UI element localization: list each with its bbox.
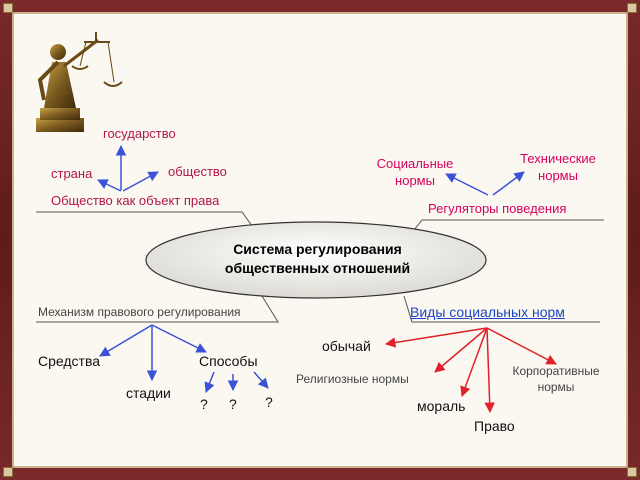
label-technical-norms: Технические нормы (508, 150, 608, 184)
frame-corner-ornament (627, 467, 637, 477)
label-question-3: ? (265, 394, 273, 410)
label-social-norm-types: Виды социальных норм (410, 304, 565, 320)
arrow-to-morality (460, 327, 488, 397)
arrow-to-country (97, 179, 122, 192)
arrow-to-means (99, 324, 153, 357)
central-title-line1: Система регулирования (233, 241, 402, 257)
central-title: Система регулирования общественных отнош… (150, 240, 485, 278)
themis-statue-icon (36, 32, 123, 132)
central-title-line2: общественных отношений (224, 260, 411, 276)
label-society: общество (168, 164, 227, 179)
arrow-to-law (484, 327, 495, 414)
arrow-to-methods (151, 324, 207, 353)
label-technical-norms-line1: Технические (520, 151, 596, 166)
arrow-to-corporate (486, 327, 557, 365)
connector-left-bottom (36, 295, 279, 323)
arrow-to-custom (384, 327, 488, 348)
frame-corner-ornament (627, 3, 637, 13)
label-state: государство (103, 126, 176, 141)
label-social-norms-line2: нормы (395, 173, 435, 188)
label-question-1: ? (200, 396, 208, 412)
label-morality: мораль (417, 398, 466, 414)
label-corporate-norms-line1: Корпоративные (512, 364, 600, 378)
label-law: Право (474, 418, 515, 434)
label-question-2: ? (229, 396, 237, 412)
label-social-norms: Социальные нормы (367, 155, 463, 189)
label-behavior-regulators: Регуляторы поведения (428, 201, 567, 216)
label-social-norms-line1: Социальные (376, 156, 454, 171)
label-means: Средства (38, 353, 101, 369)
connector-left-top (36, 211, 256, 231)
label-stages: стадии (126, 385, 171, 401)
label-country: страна (51, 166, 93, 181)
label-legal-mechanism: Механизм правового регулирования (38, 305, 241, 319)
connector-right-top (409, 219, 604, 236)
label-corporate-norms-line2: нормы (537, 380, 575, 394)
label-custom: обычай (322, 338, 371, 354)
label-corporate-norms: Корпоративные нормы (506, 363, 606, 395)
arrow-to-q1 (204, 371, 215, 393)
arrow-to-religious (434, 327, 488, 373)
label-technical-norms-line2: нормы (538, 168, 578, 183)
frame-corner-ornament (3, 467, 13, 477)
connector-right-bottom (403, 295, 600, 323)
arrow-to-society (122, 171, 159, 192)
label-religious-norms: Религиозные нормы (296, 372, 409, 386)
label-methods: Способы (199, 353, 258, 369)
arrow-to-technical-norms (492, 171, 525, 196)
frame-corner-ornament (3, 3, 13, 13)
central-ellipse (145, 221, 487, 299)
label-society-as-object: Общество как объект права (51, 193, 220, 208)
arrow-to-social-norms (445, 173, 489, 196)
arrow-to-q3 (253, 371, 269, 389)
